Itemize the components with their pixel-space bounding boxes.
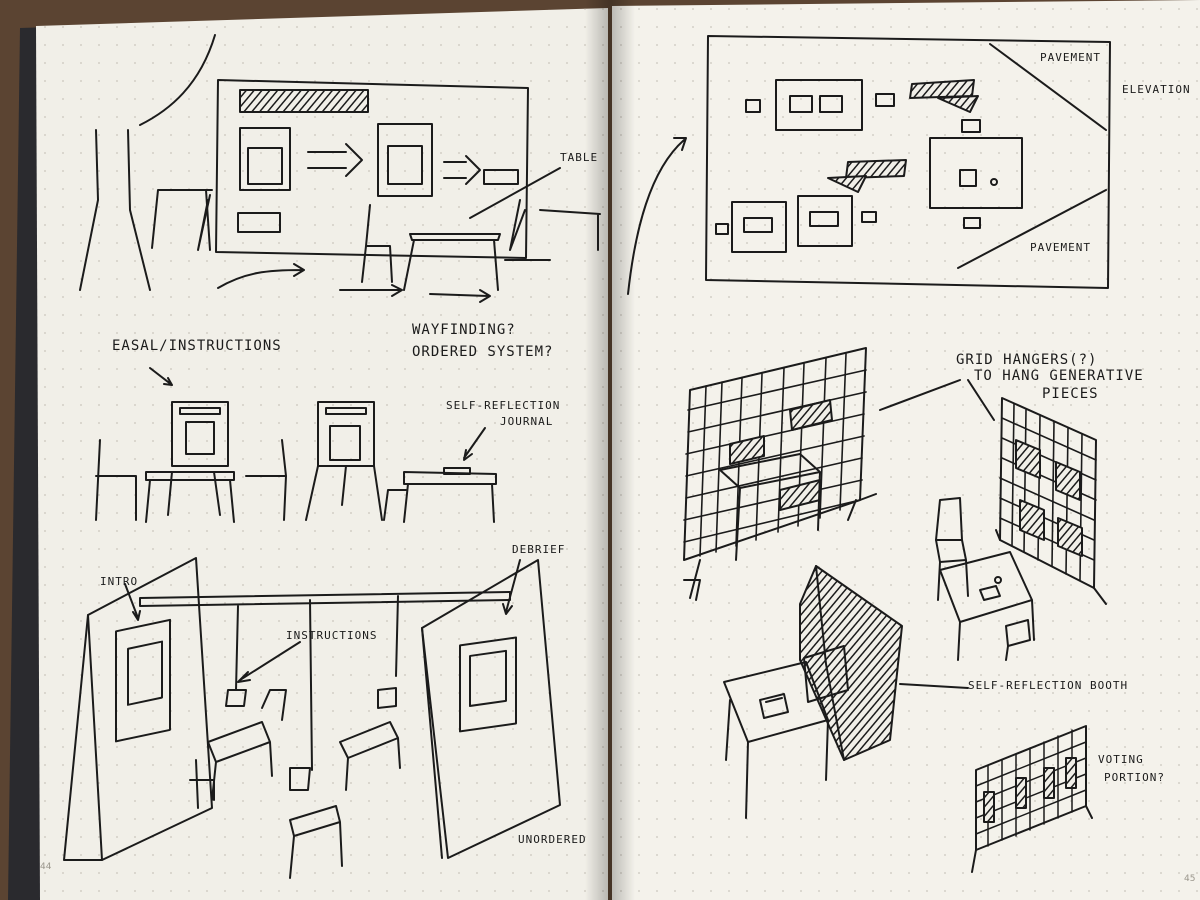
right-plan-sketch bbox=[627, 35, 1111, 295]
label-portion: PORTION? bbox=[1104, 771, 1165, 784]
label-self-reflection: SELF-REFLECTION bbox=[446, 399, 561, 412]
label-wayfinding: WAYFINDING? bbox=[412, 322, 516, 338]
label-debrief: DEBRIEF bbox=[512, 543, 566, 556]
label-pavement-bottom: PAVEMENT bbox=[1030, 241, 1091, 254]
label-grid-hangers: GRID HANGERS(?) bbox=[956, 352, 1098, 368]
left-bottom-sketch bbox=[63, 557, 561, 879]
label-ordered-system: ORDERED SYSTEM? bbox=[412, 344, 554, 360]
label-unordered: UNORDERED bbox=[518, 833, 587, 846]
label-pavement-top: PAVEMENT bbox=[1040, 51, 1101, 64]
label-table: TABLE bbox=[560, 151, 599, 164]
label-easal-instructions: EASAL/INSTRUCTIONS bbox=[112, 338, 282, 354]
label-instructions: INSTRUCTIONS bbox=[286, 629, 378, 642]
label-intro: INTRO bbox=[100, 575, 139, 588]
gutter-shadow bbox=[585, 0, 635, 900]
label-elevation: ELEVATION bbox=[1122, 83, 1191, 96]
label-pieces: PIECES bbox=[1042, 386, 1099, 402]
left-page-number: 44 bbox=[40, 862, 52, 872]
right-voting-sketch bbox=[971, 725, 1093, 873]
left-top-sketch bbox=[79, 34, 601, 303]
label-journal: JOURNAL bbox=[500, 415, 554, 428]
right-grid-sketch bbox=[683, 347, 1107, 605]
left-middle-sketch bbox=[95, 367, 497, 523]
label-self-reflection-booth: SELF-REFLECTION BOOTH bbox=[968, 679, 1129, 692]
right-page-number: 45 bbox=[1184, 874, 1196, 884]
label-to-hang-generative: TO HANG GENERATIVE bbox=[974, 368, 1144, 384]
right-booth-sketch bbox=[723, 497, 1035, 819]
label-voting: VOTING bbox=[1098, 753, 1144, 766]
